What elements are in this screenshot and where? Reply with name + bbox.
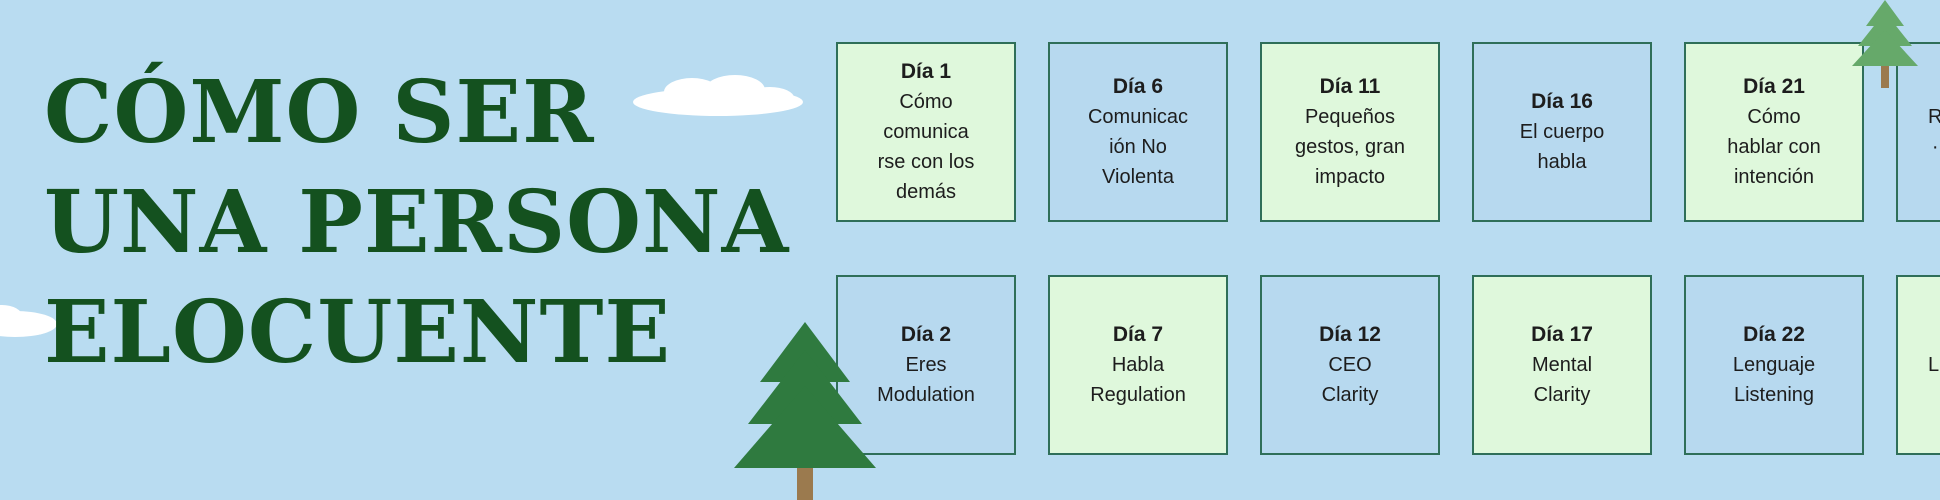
title-line-3: ELOCUENTE bbox=[44, 282, 672, 383]
title-line-2: UNA PERSONA bbox=[44, 172, 790, 273]
day-card[interactable]: Día 17 Mental Clarity bbox=[1472, 275, 1652, 455]
page-title: CÓMO SER UNA PERSONA ELOCUENTE bbox=[44, 58, 789, 388]
day-card[interactable]: R · bbox=[1896, 42, 1940, 222]
day-topic: L bbox=[1928, 354, 1940, 376]
day-label: Día 11 bbox=[1319, 75, 1381, 98]
day-card[interactable]: Día 7 Habla Regulation bbox=[1048, 275, 1228, 455]
day-topic: R · bbox=[1928, 106, 1940, 158]
day-card[interactable]: Día 11 Pequeños gestos, gran impacto bbox=[1260, 42, 1440, 222]
day-card[interactable]: L bbox=[1896, 275, 1940, 455]
day-label: Día 7 bbox=[1112, 323, 1164, 346]
day-card[interactable]: Día 6 Comunicac ión No Violenta bbox=[1048, 42, 1228, 222]
day-topic: Comunicac ión No Violenta bbox=[1087, 106, 1189, 188]
day-topic: El cuerpo habla bbox=[1519, 121, 1605, 173]
pine-tree-icon bbox=[1852, 0, 1918, 88]
day-topic: Cómo comunica rse con los demás bbox=[877, 91, 975, 203]
day-card[interactable]: Día 22 Lenguaje Listening bbox=[1684, 275, 1864, 455]
day-topic: Pequeños gestos, gran impacto bbox=[1294, 106, 1406, 188]
day-card[interactable]: Día 21 Cómo hablar con intención bbox=[1684, 42, 1864, 222]
day-card[interactable]: Día 16 El cuerpo habla bbox=[1472, 42, 1652, 222]
day-label: Día 16 bbox=[1531, 90, 1593, 113]
day-label: Día 22 bbox=[1743, 323, 1805, 346]
day-label: Día 1 bbox=[900, 60, 952, 83]
day-card[interactable]: Día 12 CEO Clarity bbox=[1260, 275, 1440, 455]
day-label: Día 17 bbox=[1531, 323, 1593, 346]
cloud-icon bbox=[633, 75, 803, 116]
day-label: Día 21 bbox=[1743, 75, 1805, 98]
day-label: Día 12 bbox=[1319, 323, 1381, 346]
pine-tree-icon bbox=[734, 322, 876, 500]
day-card[interactable]: Día 1 Cómo comunica rse con los demás bbox=[836, 42, 1016, 222]
day-topic: Mental Clarity bbox=[1531, 354, 1593, 406]
cloud-icon bbox=[0, 305, 57, 337]
day-topic: Habla Regulation bbox=[1090, 354, 1186, 406]
day-label: Día 2 bbox=[900, 323, 952, 346]
day-label: Día 6 bbox=[1112, 75, 1164, 98]
day-topic: CEO Clarity bbox=[1321, 354, 1379, 406]
day-topic: Cómo hablar con intención bbox=[1727, 106, 1821, 188]
day-topic: Lenguaje Listening bbox=[1732, 354, 1816, 406]
day-topic: Eres Modulation bbox=[877, 354, 975, 406]
title-line-1: CÓMO SER bbox=[44, 62, 595, 163]
day-card[interactable]: Día 2 Eres Modulation bbox=[836, 275, 1016, 455]
